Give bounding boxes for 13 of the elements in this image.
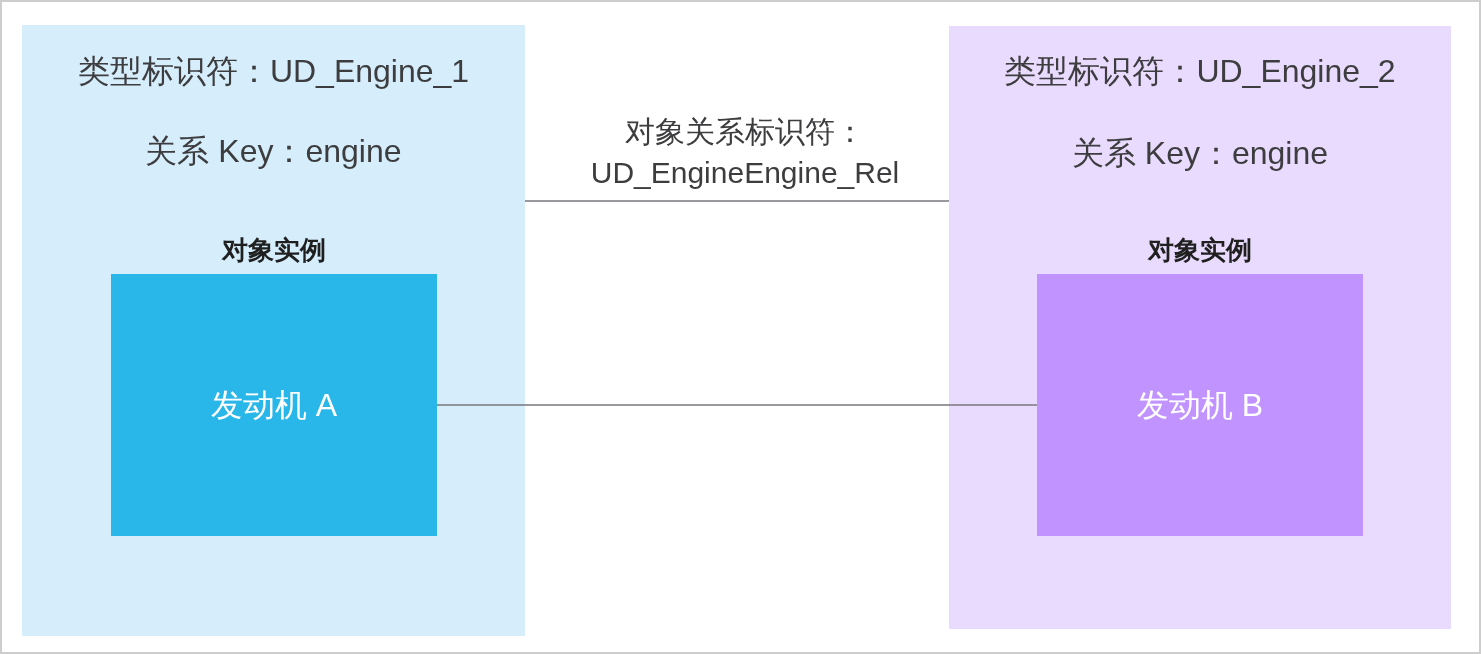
type-panel: [22, 25, 525, 636]
section-heading: 对象实例: [1148, 234, 1252, 267]
panel-label: 关系 Key：engine: [1071, 134, 1329, 173]
instance-label: 发动机 A: [210, 386, 338, 425]
instance-label: 发动机 B: [1136, 386, 1264, 425]
type-panel: [949, 26, 1451, 629]
panel-label: 类型标识符：UD_Engine_1: [77, 52, 470, 91]
panel-label: 关系 Key：engine: [145, 132, 402, 171]
connector-line: [524, 200, 950, 202]
section-heading: 对象实例: [222, 234, 326, 267]
panel-label: 类型标识符：UD_Engine_2: [1004, 52, 1396, 91]
connector-line: [436, 404, 1038, 406]
edge-label: 对象关系标识符： UD_EngineEngine_Rel: [589, 114, 901, 191]
